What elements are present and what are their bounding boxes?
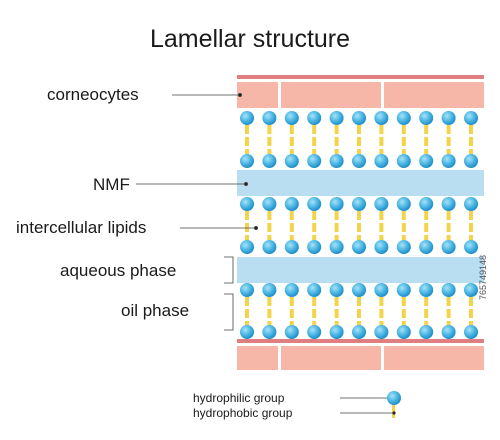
- hydrophilic-head: [262, 325, 277, 339]
- hydrophilic-head: [329, 325, 344, 339]
- hydrophilic-head: [329, 240, 344, 254]
- corneocyte-border-bottom: [237, 339, 484, 343]
- hydrophilic-head: [307, 325, 322, 339]
- hydrophilic-head: [441, 197, 456, 211]
- corneocyte-cell: [384, 346, 484, 370]
- hydrophilic-head: [329, 197, 344, 211]
- hydrophilic-head: [441, 154, 456, 168]
- hydrophilic-head: [284, 325, 299, 339]
- legend-dot: [392, 411, 396, 415]
- label-aqueous-phase: aqueous phase: [60, 261, 177, 280]
- hydrophilic-head: [419, 283, 434, 297]
- hydrophilic-head: [262, 154, 277, 168]
- hydrophilic-head: [419, 197, 434, 211]
- nmf-band: [237, 170, 484, 196]
- hydrophilic-head: [240, 111, 254, 125]
- hydrophilic-head: [374, 325, 389, 339]
- nmf-dot: [243, 181, 248, 186]
- hydrophilic-head: [374, 283, 389, 297]
- legend-hydrophobic-label: hydrophobic group: [193, 406, 293, 420]
- label-nmf: NMF: [93, 175, 130, 194]
- hydrophilic-head: [419, 325, 434, 339]
- hydrophilic-head: [464, 325, 478, 339]
- lipid-bilayer-upper: [240, 111, 478, 168]
- corneocyte-cell: [281, 82, 381, 108]
- lipids-dot: [253, 225, 258, 230]
- hydrophilic-head: [441, 325, 456, 339]
- page-title: Lamellar structure: [149, 25, 351, 53]
- aqueous-band: [237, 257, 484, 283]
- hydrophilic-head: [262, 283, 277, 297]
- corneocyte-cell: [384, 82, 484, 108]
- hydrophilic-head: [307, 111, 322, 125]
- hydrophilic-head: [240, 325, 254, 339]
- corneocyte-layer-top: [237, 75, 484, 108]
- hydrophilic-head: [441, 283, 456, 297]
- lipid-bilayer-lower: [240, 197, 478, 339]
- legend-head-icon: [387, 391, 401, 405]
- corneocyte-cell: [281, 346, 381, 370]
- corneocyte-layer-bottom: [237, 339, 484, 370]
- hydrophilic-head: [240, 197, 254, 211]
- hydrophilic-head: [374, 197, 389, 211]
- hydrophilic-head: [464, 154, 478, 168]
- hydrophilic-head: [240, 283, 254, 297]
- hydrophilic-head: [419, 111, 434, 125]
- hydrophilic-head: [396, 240, 411, 254]
- hydrophilic-head: [284, 197, 299, 211]
- aqueous-bracket: [224, 256, 234, 284]
- hydrophilic-head: [240, 240, 254, 254]
- hydrophilic-head: [284, 111, 299, 125]
- corneocyte-cell: [237, 346, 278, 370]
- label-intercellular-lipids: intercellular lipids: [16, 218, 147, 237]
- hydrophilic-head: [396, 325, 411, 339]
- hydrophilic-head: [374, 240, 389, 254]
- hydrophilic-head: [464, 111, 478, 125]
- legend-hydrophilic-label: hydrophilic group: [193, 391, 285, 405]
- hydrophilic-head: [284, 283, 299, 297]
- hydrophilic-head: [441, 240, 456, 254]
- label-corneocytes: corneocytes: [47, 85, 139, 104]
- legend-tail-icon: [392, 404, 395, 418]
- hydrophilic-head: [352, 154, 366, 168]
- side-id-text: 765749148: [478, 254, 488, 300]
- hydrophilic-head: [352, 283, 366, 297]
- hydrophilic-head: [329, 111, 344, 125]
- corneocytes-dot: [237, 93, 242, 98]
- hydrophilic-head: [374, 154, 389, 168]
- hydrophilic-head: [396, 197, 411, 211]
- hydrophilic-head: [374, 111, 389, 125]
- corneocyte-border-top: [237, 75, 484, 79]
- hydrophilic-head: [352, 240, 366, 254]
- hydrophilic-head: [396, 111, 411, 125]
- hydrophilic-head: [240, 154, 254, 168]
- hydrophilic-head: [352, 325, 366, 339]
- hydrophilic-head: [396, 283, 411, 297]
- hydrophilic-head: [464, 283, 478, 297]
- hydrophilic-head: [307, 240, 322, 254]
- hydrophilic-head: [352, 111, 366, 125]
- hydrophilic-head: [262, 111, 277, 125]
- hydrophilic-head: [419, 154, 434, 168]
- hydrophilic-head: [396, 154, 411, 168]
- hydrophilic-head: [262, 240, 277, 254]
- hydrophilic-head: [464, 197, 478, 211]
- hydrophilic-head: [329, 154, 344, 168]
- corneocyte-cell: [237, 82, 278, 108]
- hydrophilic-head: [352, 197, 366, 211]
- oil-bracket: [224, 293, 234, 331]
- hydrophilic-head: [464, 240, 478, 254]
- hydrophilic-head: [307, 197, 322, 211]
- hydrophilic-head: [307, 283, 322, 297]
- label-oil-phase: oil phase: [121, 301, 190, 320]
- legend-molecule: [387, 391, 401, 418]
- hydrophilic-head: [284, 154, 299, 168]
- hydrophilic-head: [441, 111, 456, 125]
- hydrophilic-head: [419, 240, 434, 254]
- hydrophilic-head: [329, 283, 344, 297]
- hydrophilic-head: [307, 154, 322, 168]
- hydrophilic-head: [284, 240, 299, 254]
- hydrophilic-head: [262, 197, 277, 211]
